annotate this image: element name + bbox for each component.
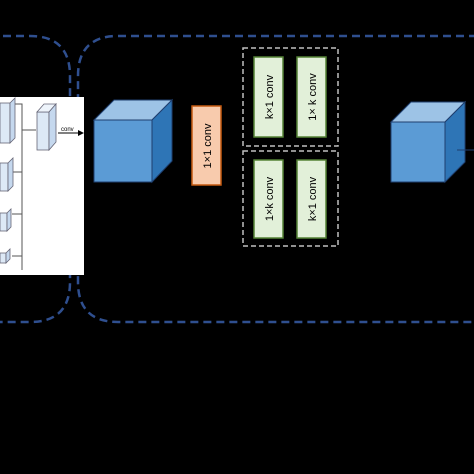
conv-group-top: k×1 conv 1× k conv	[242, 47, 339, 147]
conv-kx1-top-block: k×1 conv	[253, 56, 284, 138]
conv-kx1-bottom-label: k×1 conv	[307, 176, 319, 221]
conv-1x1-block: 1×1 conv	[191, 105, 222, 186]
arrow-right-icon	[78, 130, 84, 136]
conv-1xk-top-block: 1× k conv	[296, 56, 327, 138]
conv-kx1-top-label: k×1 conv	[264, 74, 276, 119]
inset-cube-3	[0, 208, 12, 232]
input-feature-cube	[92, 98, 174, 184]
inset-cube-4	[0, 248, 11, 264]
conv-1x1-label: 1×1 conv	[202, 123, 214, 168]
left-module-border	[0, 34, 72, 324]
conv-1xk-bottom-block: 1×k conv	[253, 159, 284, 239]
inset-conv-label: conv	[61, 127, 74, 133]
inset-cube-1	[0, 97, 16, 144]
inset-cube-output	[36, 102, 57, 152]
inset-connections	[12, 103, 36, 270]
conv-kx1-bottom-block: k×1 conv	[296, 159, 327, 239]
inset-network-panel: conv	[0, 97, 84, 275]
conv-1xk-top-label: 1× k conv	[307, 73, 319, 121]
output-feature-cube	[389, 100, 474, 184]
inset-cube-2	[0, 157, 14, 192]
conv-group-bottom: 1×k conv k×1 conv	[242, 150, 339, 247]
conv-1xk-bottom-label: 1×k conv	[264, 176, 276, 221]
